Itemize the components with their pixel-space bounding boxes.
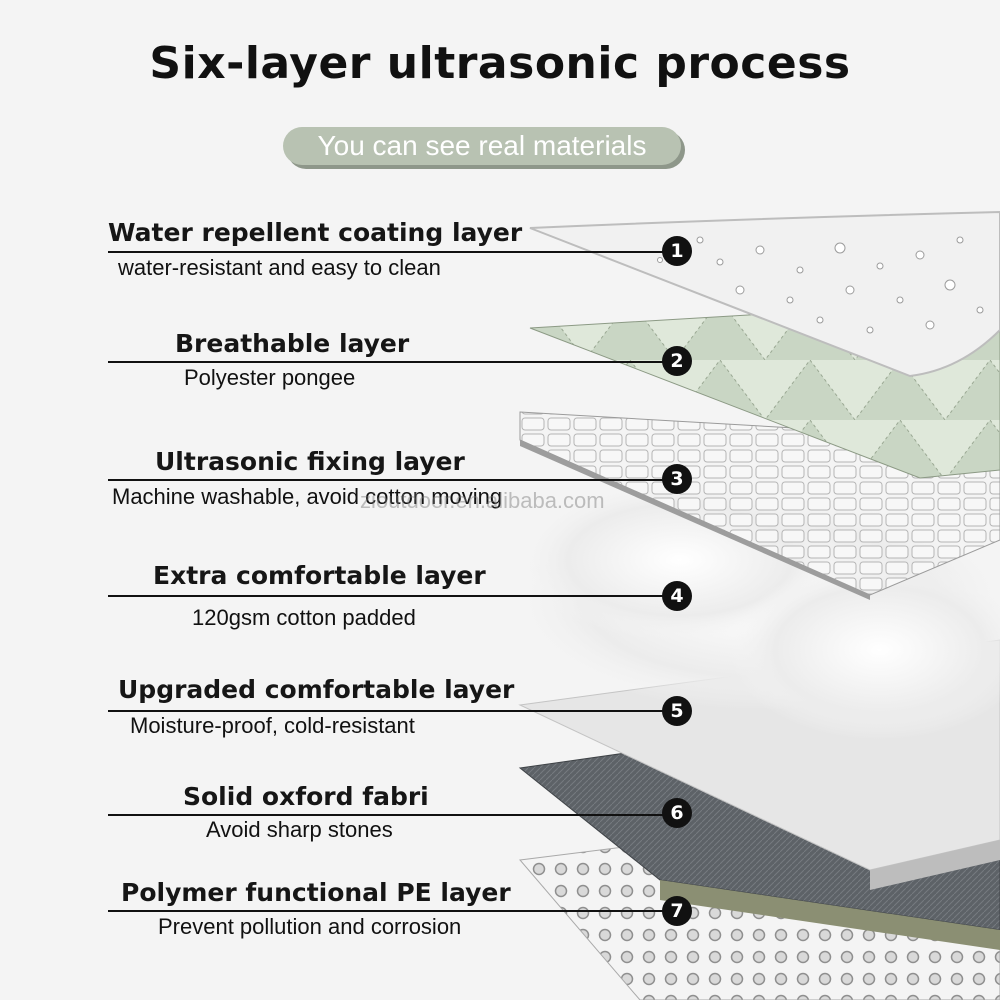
- layer-1-title: Water repellent coating layer: [108, 218, 523, 247]
- layer-3-description: Machine washable, avoid cotton moving: [112, 484, 503, 509]
- layer-6-description: Avoid sharp stones: [206, 817, 393, 842]
- layer-7-description: Prevent pollution and corrosion: [158, 914, 462, 939]
- layer-6-number: 6: [662, 798, 692, 828]
- layer-1-leader-line: [108, 251, 664, 253]
- layer-3-number: 3: [662, 464, 692, 494]
- layer-2-leader-line: [108, 361, 664, 363]
- layer-5-description: Moisture-proof, cold-resistant: [130, 713, 415, 738]
- watermark-text: zioutdoor.en.alibaba.com: [360, 488, 605, 513]
- layer-7-number: 7: [662, 896, 692, 926]
- layer-6-title: Solid oxford fabri: [183, 782, 429, 811]
- layer-4-number: 4: [662, 581, 692, 611]
- layer-2-number: 2: [662, 346, 692, 376]
- layer-2-title: Breathable layer: [175, 329, 410, 358]
- layer-1-description: water-resistant and easy to clean: [118, 255, 441, 280]
- page-title: Six-layer ultrasonic process: [149, 38, 851, 89]
- layer-4-description: 120gsm cotton padded: [192, 605, 416, 630]
- layer-5-leader-line: [108, 710, 664, 712]
- layer-5-title: Upgraded comfortable layer: [118, 675, 515, 704]
- layer-3-leader-line: [108, 479, 664, 481]
- layer-5-number: 5: [662, 696, 692, 726]
- subtitle-badge: You can see real materials: [283, 127, 681, 165]
- layer-4-leader-line: [108, 595, 664, 597]
- layer-1-number: 1: [662, 236, 692, 266]
- layer-7-title: Polymer functional PE layer: [121, 878, 511, 907]
- layer-3-title: Ultrasonic fixing layer: [155, 447, 465, 476]
- layer-4-title: Extra comfortable layer: [153, 561, 486, 590]
- layer-7-leader-line: [108, 910, 664, 912]
- layer-6-leader-line: [108, 814, 664, 816]
- layer-2-description: Polyester pongee: [184, 365, 356, 390]
